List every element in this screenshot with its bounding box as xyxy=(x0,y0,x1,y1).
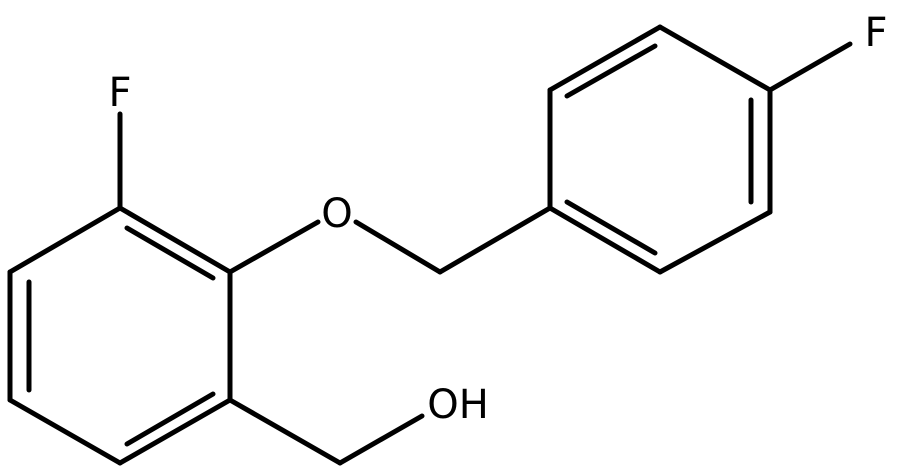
left-benzene-ring xyxy=(7,205,233,466)
bond-ring1-double-1 xyxy=(124,225,216,281)
bond-o-ch2 xyxy=(353,219,443,275)
right-benzene-ring xyxy=(547,24,773,275)
bond-ring1-d xyxy=(7,397,123,466)
bond-ring1-a xyxy=(117,205,233,275)
atom-label-f-right: F xyxy=(864,10,887,56)
bond-ring1-f xyxy=(7,205,123,275)
bond-ring1-double-2 xyxy=(124,391,216,447)
bond-ring2-double-1 xyxy=(564,43,658,99)
bond-ch2-ring2 xyxy=(437,205,553,275)
bond-ring2-e xyxy=(657,209,773,275)
bond-ring2-c xyxy=(657,24,773,93)
bond-ring1-c xyxy=(117,397,233,466)
atom-label-o-ether: O xyxy=(321,191,352,237)
bond-c-f-right xyxy=(767,41,853,93)
bond-c-o-ether xyxy=(227,219,321,275)
bond-ch2-oh xyxy=(337,413,425,466)
bond-ring2-b xyxy=(547,24,663,93)
atom-label-oh: OH xyxy=(427,382,489,428)
atom-label-f-left: F xyxy=(108,70,131,116)
bond-ring2-double-3 xyxy=(564,199,658,256)
bond-c-ch2oh xyxy=(227,397,343,466)
bond-ring2-f xyxy=(547,205,663,275)
